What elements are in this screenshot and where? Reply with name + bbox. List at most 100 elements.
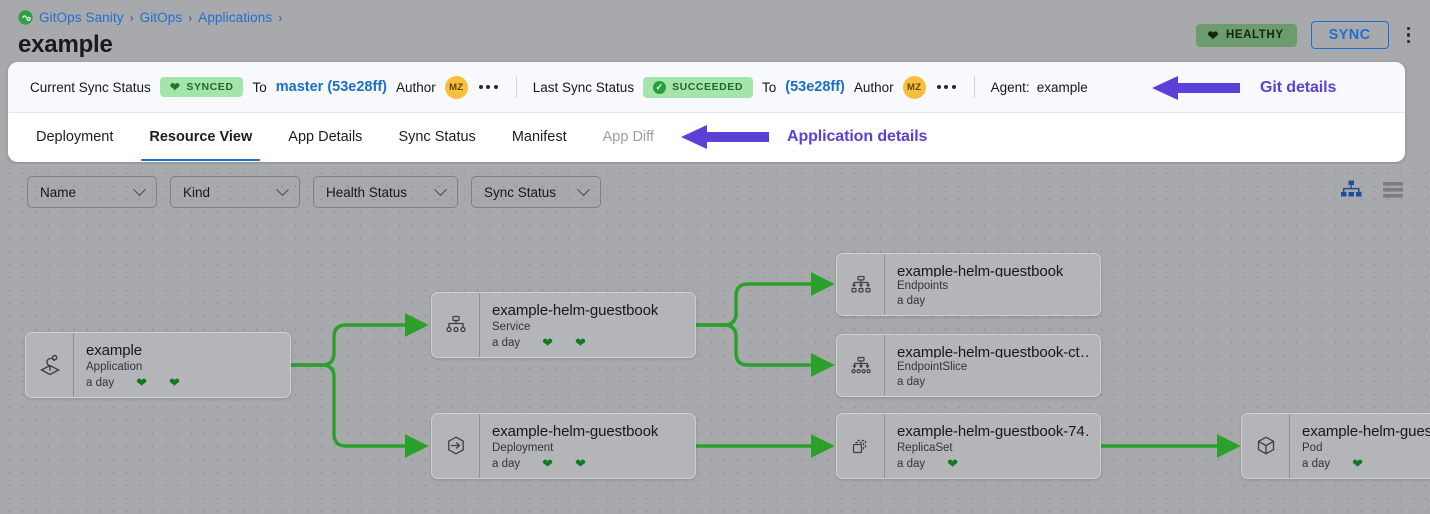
header-actions: ❤ HEALTHY SYNC: [1196, 21, 1414, 49]
check-circle-icon: ✓: [653, 80, 667, 94]
app-summary-panel: Current Sync Status ❤ SYNCED To master (…: [8, 62, 1405, 162]
avatar[interactable]: MZ: [902, 75, 926, 99]
graph-node-pod[interactable]: example-helm-guest Pod a day ❤: [1241, 413, 1430, 479]
replicaset-icon: [837, 414, 885, 478]
heart-icon: ❤: [169, 375, 180, 390]
chevron-down-icon: [276, 182, 289, 196]
heart-icon: ❤: [575, 456, 586, 471]
divider: [515, 76, 517, 98]
deployment-icon: [432, 414, 480, 478]
graph-node-endpoints[interactable]: example-helm-guestbook Endpoints a day: [836, 253, 1101, 316]
sync-button[interactable]: SYNC: [1310, 21, 1389, 49]
succeeded-badge-label: SUCCEEDED: [672, 81, 743, 93]
tab-resource-view[interactable]: Resource View: [131, 113, 270, 161]
chevron-down-icon: [434, 182, 447, 196]
filter-bar: Name Kind Health Status Sync Status: [27, 176, 601, 208]
heart-icon: ❤: [1207, 27, 1219, 43]
last-to-label: To: [761, 79, 777, 95]
breadcrumb-item-2[interactable]: Applications: [198, 10, 273, 25]
node-age: a day: [1302, 457, 1331, 470]
agent-group: Agent: example: [979, 80, 1100, 95]
page-title: example: [18, 31, 113, 58]
breadcrumb-separator-icon: ›: [278, 10, 283, 25]
breadcrumb-item-0[interactable]: GitOps Sanity: [39, 10, 124, 25]
tab-app-details[interactable]: App Details: [288, 129, 363, 145]
heart-icon: ❤: [542, 456, 554, 471]
node-kind: EndpointSlice: [897, 361, 968, 373]
list-view-icon[interactable]: [1382, 180, 1404, 205]
breadcrumb-separator-icon: ›: [129, 10, 134, 25]
current-author-label: Author: [395, 79, 436, 95]
filter-kind[interactable]: Kind: [170, 176, 300, 208]
status-badge-succeeded: ✓ SUCCEEDED: [643, 76, 753, 98]
endpoints-icon: [837, 254, 885, 315]
tree-view-icon[interactable]: [1340, 180, 1362, 205]
node-kind: Service: [492, 321, 531, 333]
node-age: a day: [897, 457, 926, 470]
graph-node-deployment[interactable]: example-helm-guestbook Deployment a day …: [431, 413, 696, 479]
filter-sync-status[interactable]: Sync Status: [471, 176, 601, 208]
node-name: example-helm-guestbook: [492, 302, 659, 318]
heart-icon: ❤: [542, 335, 554, 350]
breadcrumb-item-1[interactable]: GitOps: [139, 10, 183, 25]
node-name: example-helm-guestbook-ct…: [897, 344, 1090, 358]
heart-icon: ❤: [169, 80, 181, 94]
filter-name[interactable]: Name: [27, 176, 157, 208]
node-kind: Deployment: [492, 442, 554, 454]
heart-icon: ❤: [136, 375, 148, 390]
tab-sync-status[interactable]: Sync Status: [398, 129, 476, 145]
ellipsis-icon[interactable]: [477, 85, 500, 89]
divider: [973, 76, 975, 98]
service-icon: [432, 293, 480, 357]
endpointslice-icon: [837, 335, 885, 396]
synced-badge-label: SYNCED: [186, 81, 234, 93]
agent-label: Agent:: [990, 79, 1030, 95]
node-name: example-helm-guestbook: [897, 263, 1064, 277]
avatar[interactable]: MZ: [444, 75, 468, 99]
filter-kind-label: Kind: [183, 184, 211, 200]
node-name: example-helm-guest: [1302, 423, 1430, 439]
ellipsis-icon[interactable]: [935, 85, 958, 89]
node-age: a day: [492, 336, 521, 349]
breadcrumb-separator-icon: ›: [188, 10, 193, 25]
agent-value: example: [1036, 79, 1088, 95]
node-kind: Endpoints: [897, 280, 949, 292]
node-kind: Application: [86, 361, 143, 373]
current-revision-link[interactable]: master (53e28ff): [275, 79, 387, 95]
filter-health-status[interactable]: Health Status: [313, 176, 458, 208]
node-name: example-helm-guestbook: [492, 423, 659, 439]
graph-node-application[interactable]: example Application a day ❤ ❤: [25, 332, 291, 398]
page-header: GitOps Sanity › GitOps › Applications › …: [0, 0, 1430, 64]
chevron-down-icon: [577, 182, 590, 196]
graph-node-endpointslice[interactable]: example-helm-guestbook-ct… EndpointSlice…: [836, 334, 1101, 397]
last-sync-status-group: Last Sync Status ✓ SUCCEEDED To (53e28ff…: [521, 75, 970, 99]
node-kind: ReplicaSet: [897, 442, 953, 454]
heart-icon: ❤: [947, 456, 959, 471]
kebab-menu-icon[interactable]: [1403, 25, 1415, 46]
filter-sync-status-label: Sync Status: [484, 184, 557, 200]
graph-node-service[interactable]: example-helm-guestbook Service a day ❤ ❤: [431, 292, 696, 358]
node-age: a day: [897, 376, 926, 388]
status-badge-synced: ❤ SYNCED: [159, 77, 244, 97]
health-badge-label: HEALTHY: [1225, 29, 1284, 41]
last-author-label: Author: [853, 79, 894, 95]
last-revision-link[interactable]: (53e28ff): [785, 79, 845, 95]
argo-application-icon: [26, 333, 74, 397]
node-age: a day: [897, 295, 926, 307]
sync-status-bar: Current Sync Status ❤ SYNCED To master (…: [8, 62, 1405, 113]
heart-icon: ❤: [575, 335, 586, 350]
graph-node-replicaset[interactable]: example-helm-guestbook-74… ReplicaSet a …: [836, 413, 1101, 479]
chevron-down-icon: [133, 182, 146, 196]
current-sync-status-label: Current Sync Status: [30, 79, 151, 95]
node-kind: Pod: [1302, 442, 1323, 454]
gitops-logo-icon: [18, 10, 33, 25]
tab-deployment[interactable]: Deployment: [36, 129, 114, 145]
last-sync-status-label: Last Sync Status: [532, 79, 635, 95]
tab-app-diff[interactable]: App Diff: [602, 129, 654, 145]
current-to-label: To: [252, 79, 267, 95]
view-toggle-group: [1340, 180, 1404, 205]
filter-name-label: Name: [40, 184, 77, 200]
current-sync-status-group: Current Sync Status ❤ SYNCED To master (…: [18, 75, 512, 99]
node-name: example-helm-guestbook-74…: [897, 423, 1090, 439]
tab-manifest[interactable]: Manifest: [511, 129, 567, 145]
